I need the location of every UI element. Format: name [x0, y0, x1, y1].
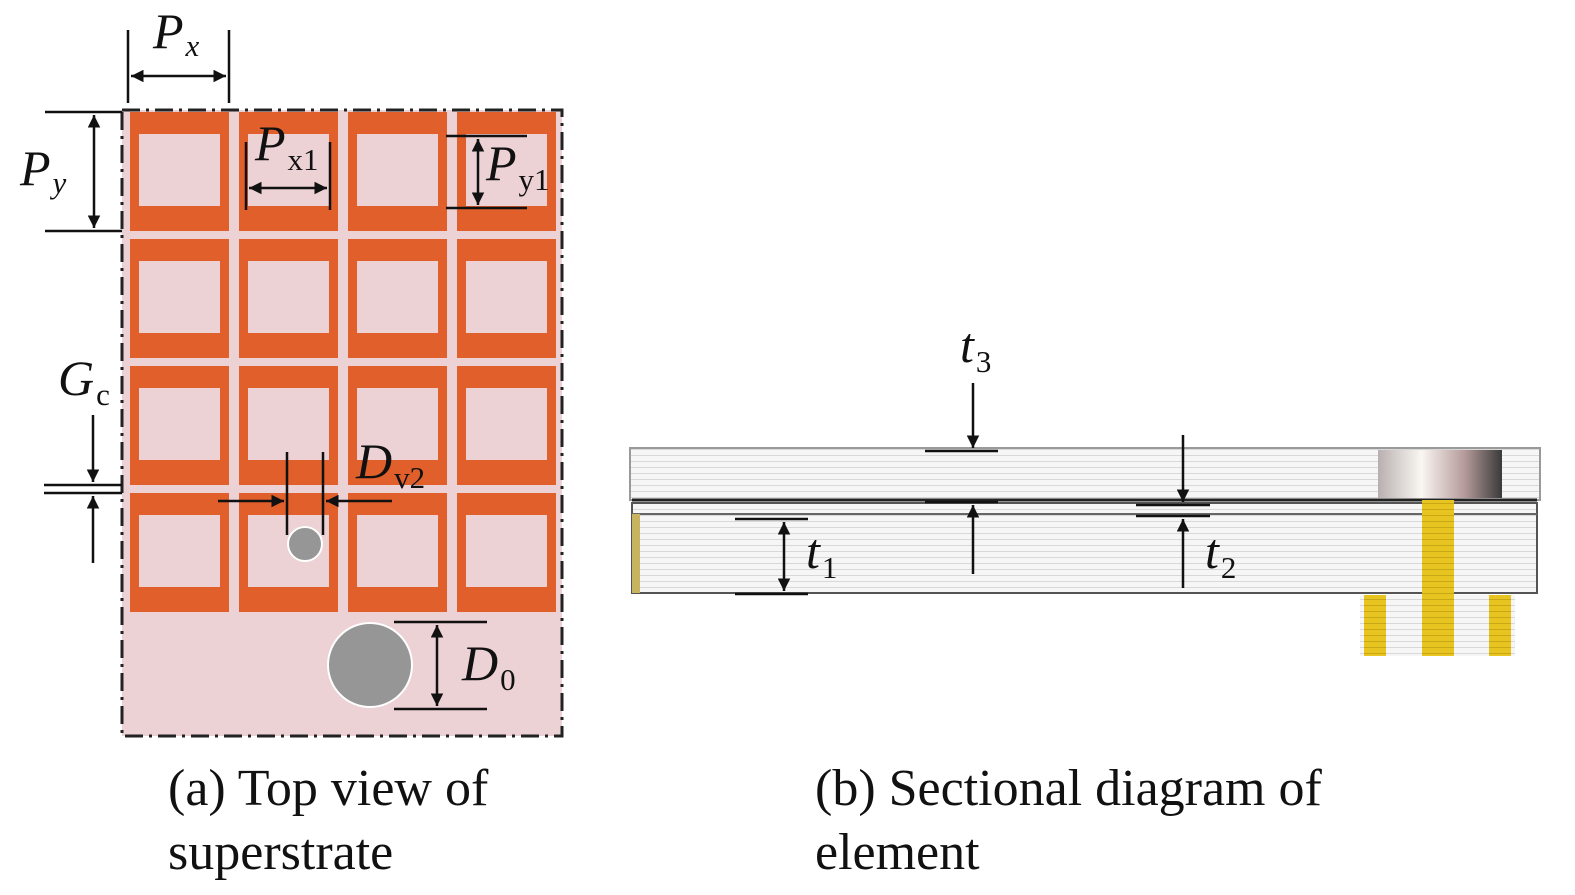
- gc-label: G: [58, 350, 94, 406]
- d0-dimension: D0: [394, 620, 516, 711]
- svg-text:D0: D0: [461, 635, 516, 697]
- gc-sub: c: [96, 377, 110, 412]
- patch-slot: [139, 134, 220, 206]
- gc-dimension: Gc: [44, 350, 122, 563]
- t1-label: t: [806, 523, 821, 579]
- svg-text:Px: Px: [152, 3, 200, 63]
- small-via: [287, 526, 323, 562]
- left-edge-strip: [632, 514, 640, 593]
- svg-text:Gc: Gc: [58, 350, 110, 412]
- py-dimension: Py: [19, 110, 122, 233]
- patch-slot: [139, 388, 220, 460]
- top-view-panel: Px Py Px1 Py1 Gc: [19, 3, 564, 738]
- patch-slot: [466, 515, 547, 587]
- px-sub: x: [185, 28, 200, 63]
- dv2-sub: v2: [394, 460, 425, 495]
- py1-sub: y1: [519, 162, 550, 197]
- svg-text:Py1: Py1: [485, 135, 550, 197]
- px1-label: P: [254, 115, 286, 171]
- svg-text:t3: t3: [960, 317, 991, 379]
- px-label: P: [152, 3, 184, 59]
- patch-slot: [357, 261, 438, 333]
- patch-slot: [357, 388, 438, 460]
- dv2-dimension: Dv2: [218, 433, 425, 535]
- py1-label: P: [485, 135, 517, 191]
- connector-right-wall: [1489, 595, 1511, 656]
- t2-dimension: t2: [1136, 435, 1236, 588]
- svg-text:Px1: Px1: [254, 115, 319, 177]
- large-via: [327, 622, 413, 708]
- caption-sectional-diagram: (b) Sectional diagram of element: [815, 760, 1322, 881]
- svg-text:t2: t2: [1205, 523, 1236, 585]
- py1-dimension: Py1: [446, 134, 550, 210]
- patch-slot: [466, 261, 547, 333]
- t2-label: t: [1205, 523, 1220, 579]
- t2-sub: 2: [1221, 550, 1237, 585]
- upper-pin-head: [1378, 450, 1502, 498]
- px-dimension: Px: [126, 3, 231, 103]
- patch-slot: [357, 134, 438, 206]
- t3-dimension: t3: [925, 317, 998, 574]
- patch-slot: [139, 261, 220, 333]
- caption-top-view: (a) Top view of superstrate: [168, 760, 489, 881]
- patch-slot: [357, 515, 438, 587]
- px1-dimension: Px1: [244, 115, 332, 210]
- lower-layer: [631, 502, 1538, 594]
- patch-slot: [248, 388, 329, 460]
- dv2-label: D: [355, 433, 392, 489]
- t1-dimension: t1: [735, 517, 837, 596]
- py-sub: y: [50, 165, 67, 200]
- connector-center-pin: [1422, 595, 1454, 656]
- d0-label: D: [461, 635, 498, 691]
- connector-left-wall: [1364, 595, 1386, 656]
- t3-label: t: [960, 317, 975, 373]
- patch-slot: [139, 515, 220, 587]
- substrate-outline: [120, 108, 564, 738]
- svg-text:t1: t1: [806, 523, 837, 585]
- svg-text:Dv2: Dv2: [355, 433, 425, 495]
- section-panel: t3 t2 t1: [629, 317, 1541, 656]
- py-label: P: [19, 140, 51, 196]
- t1-sub: 1: [822, 550, 838, 585]
- svg-text:Py: Py: [19, 140, 67, 200]
- t3-sub: 3: [976, 344, 992, 379]
- d0-sub: 0: [500, 662, 516, 697]
- patch-grid: [130, 112, 556, 612]
- patch-slot: [248, 261, 329, 333]
- px1-sub: x1: [288, 142, 319, 177]
- patch-slot: [466, 388, 547, 460]
